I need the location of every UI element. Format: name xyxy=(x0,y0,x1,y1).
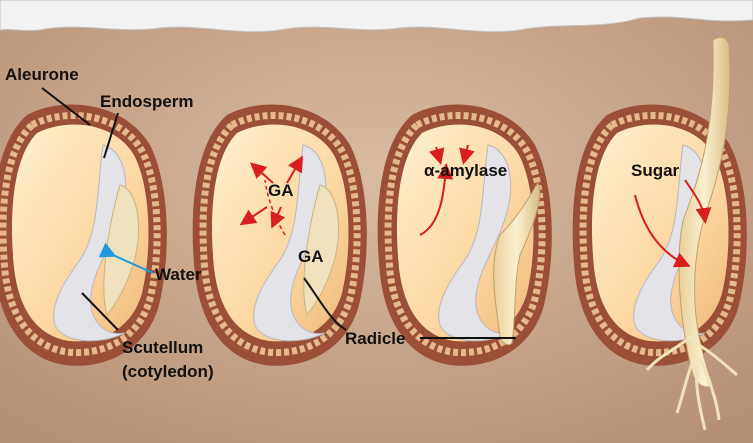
aleurone-leader xyxy=(41,87,91,126)
root-branches xyxy=(645,333,738,431)
endosperm-label: Endosperm xyxy=(100,92,194,111)
ga-arrow xyxy=(250,162,274,184)
scutellum-label: Scutellum xyxy=(122,338,203,357)
water-label: Water xyxy=(155,265,202,284)
sugar-arrow xyxy=(684,179,712,224)
seed-stage-2 xyxy=(193,105,367,366)
soil-surface xyxy=(0,0,753,33)
radicle-label: Radicle xyxy=(345,329,405,348)
alpha-amylase-label: α-amylase xyxy=(424,161,507,180)
ga-label-bottom: GA xyxy=(298,247,324,266)
amylase-arrow xyxy=(459,144,475,165)
sugar-label: Sugar xyxy=(631,161,680,180)
amylase-arrow xyxy=(419,163,454,236)
ga-label-top: GA xyxy=(268,181,294,200)
leader-lines xyxy=(41,87,516,339)
ga-arrow xyxy=(270,206,286,229)
ga-arrow xyxy=(239,206,268,226)
aleurone-label: Aleurone xyxy=(5,65,79,84)
sugar-arrow xyxy=(634,194,691,268)
ga-arrow xyxy=(286,155,304,184)
amylase-arrow xyxy=(429,146,445,165)
endosperm-leader xyxy=(103,112,119,159)
radicle-leader-1 xyxy=(303,277,347,331)
seed-stage-1 xyxy=(0,105,167,366)
cotyledon-shape xyxy=(303,184,340,317)
seed-stage-3 xyxy=(378,105,552,366)
scutellum-leader xyxy=(81,292,119,331)
seed-stage-4 xyxy=(573,36,747,431)
emerging-radicle xyxy=(493,182,541,346)
water-arrow xyxy=(98,242,154,274)
cotyledon-label: (cotyledon) xyxy=(122,362,214,381)
